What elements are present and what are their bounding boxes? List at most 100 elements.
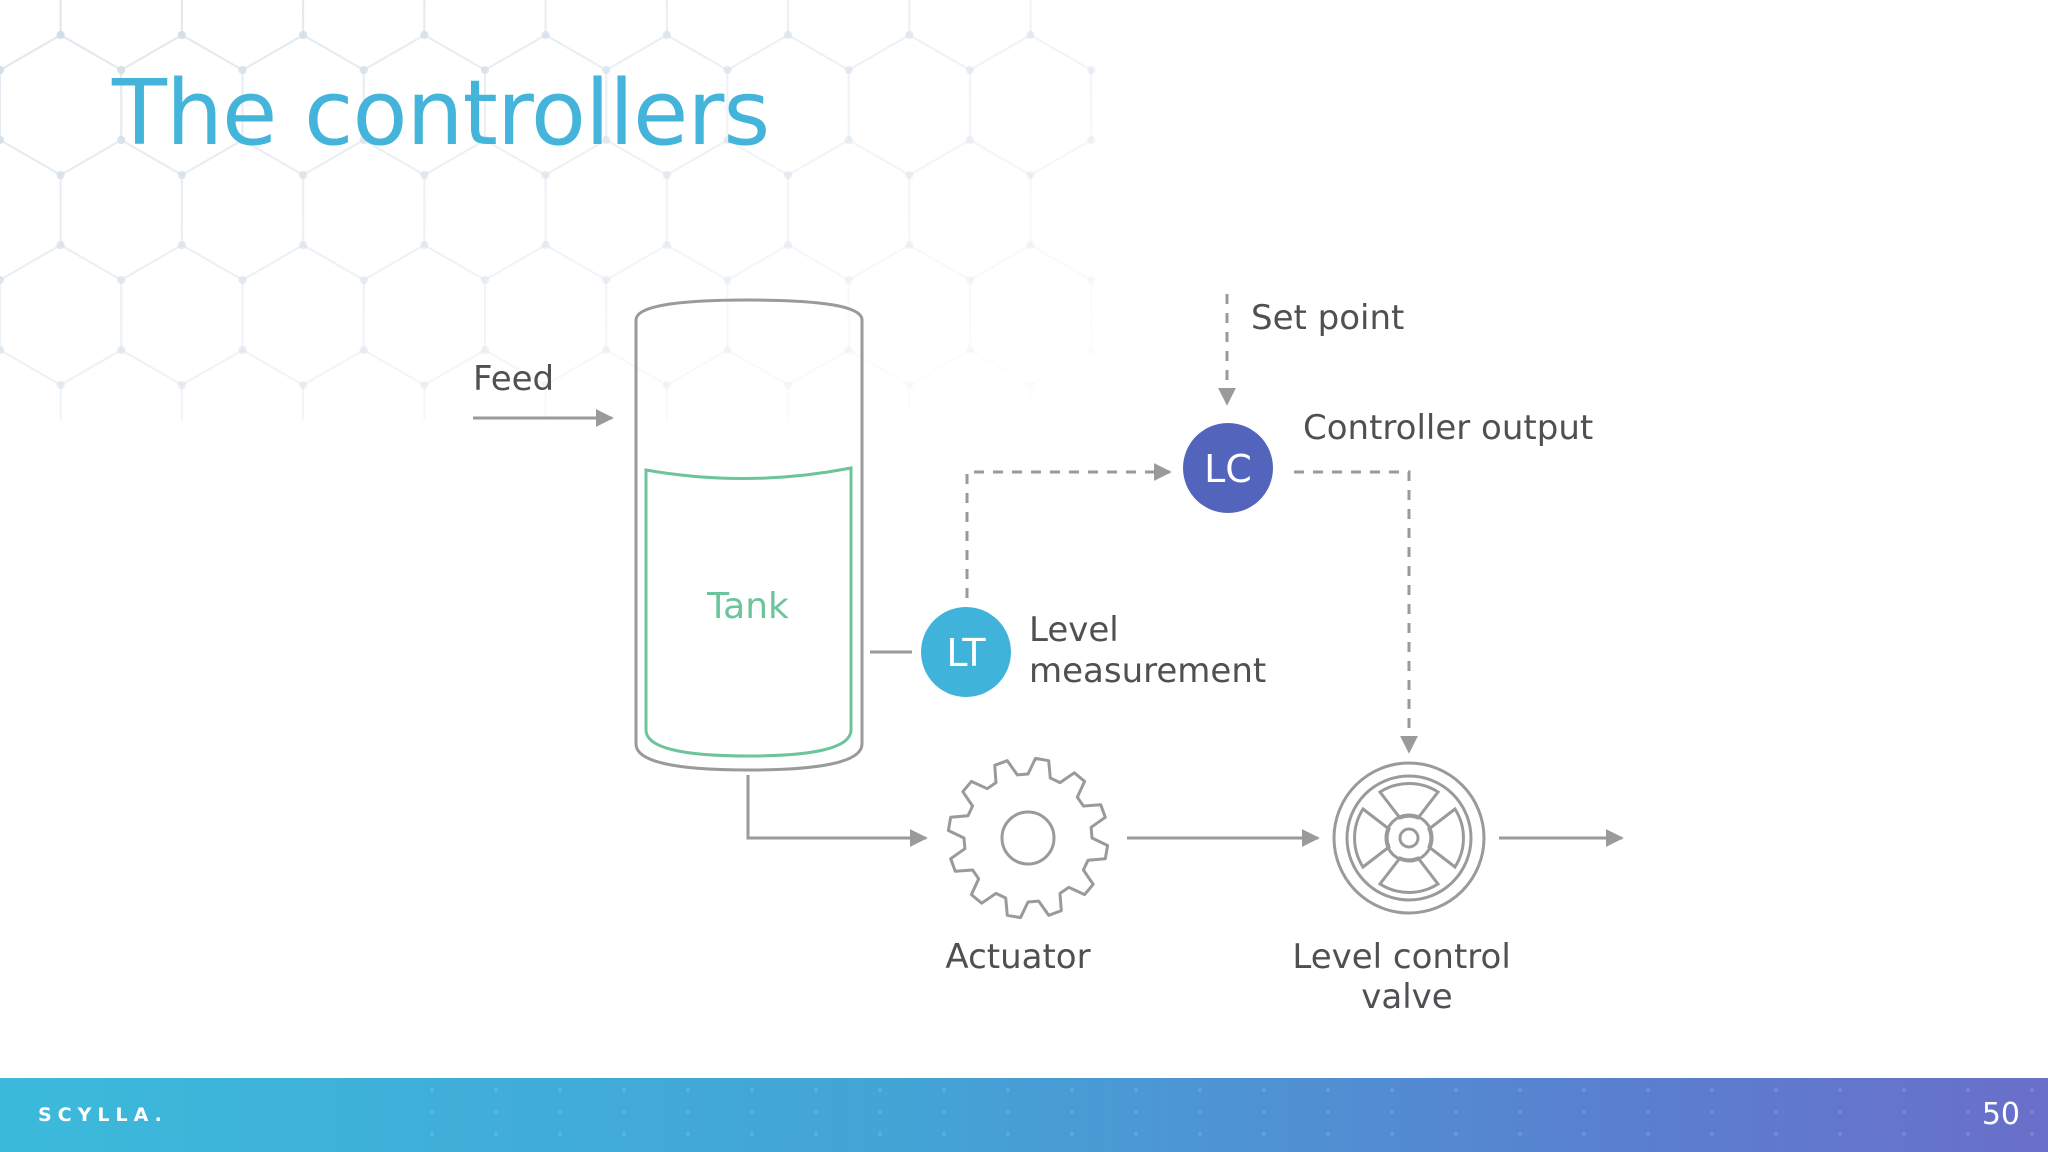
hexagon-node bbox=[480, 556, 489, 564]
footer-dot bbox=[877, 1087, 883, 1093]
tank-label: Tank bbox=[706, 586, 789, 627]
footer-dot bbox=[1837, 1131, 1843, 1137]
footer-dot bbox=[1965, 1087, 1971, 1093]
valve-segment-top bbox=[1377, 782, 1441, 820]
tank: Tank bbox=[634, 298, 864, 772]
footer-dot bbox=[1005, 1109, 1011, 1115]
hexagon-node bbox=[480, 486, 489, 494]
hexagon-node bbox=[299, 451, 308, 459]
hexagon-node bbox=[1026, 171, 1035, 179]
footer-dot bbox=[1837, 1087, 1843, 1093]
footer-dot bbox=[621, 1109, 627, 1115]
hexagon-node bbox=[662, 171, 671, 179]
valve-segment-left bbox=[1353, 806, 1391, 870]
lc-label: LC bbox=[1204, 447, 1252, 491]
footer-dot bbox=[877, 1109, 883, 1115]
footer-dot-pattern bbox=[429, 1087, 2035, 1137]
hexagon-node bbox=[965, 276, 974, 284]
lc-circle bbox=[1183, 423, 1273, 513]
hexagon-node bbox=[905, 241, 914, 249]
footer-dot bbox=[941, 1109, 947, 1115]
feed-label: Feed bbox=[473, 359, 554, 399]
hexagon-node bbox=[420, 31, 429, 39]
footer-dot bbox=[1773, 1131, 1779, 1137]
hexagon-node bbox=[723, 346, 732, 354]
footer-dot bbox=[1901, 1087, 1907, 1093]
hexagon-node bbox=[480, 136, 489, 144]
footer-dot bbox=[493, 1087, 499, 1093]
hexagon-node bbox=[541, 451, 550, 459]
controller-output-label: Controller output bbox=[1303, 408, 1593, 448]
footer-dot bbox=[1389, 1109, 1395, 1115]
hexagon-node bbox=[0, 556, 4, 564]
hexagon-node bbox=[662, 451, 671, 459]
hexagon-node bbox=[844, 66, 853, 74]
footer-dot bbox=[749, 1087, 755, 1093]
hexagon-node bbox=[359, 276, 368, 284]
hexagon-node bbox=[0, 346, 4, 354]
footer-dot bbox=[877, 1131, 883, 1137]
footer-dot bbox=[429, 1109, 435, 1115]
footer-dot bbox=[685, 1087, 691, 1093]
hexagon-node bbox=[541, 591, 550, 599]
lt-circle bbox=[921, 607, 1011, 697]
gear-center bbox=[1000, 810, 1056, 866]
valve-segment-right bbox=[1427, 806, 1465, 870]
hexagon-node bbox=[905, 591, 914, 599]
hexagon-node bbox=[420, 241, 429, 249]
page-number: 50 bbox=[1981, 1097, 2020, 1132]
hexagon-node bbox=[238, 136, 247, 144]
level-measurement-label: Level measurement bbox=[1029, 610, 1266, 691]
valve-label-line-2: valve bbox=[1361, 977, 1452, 1017]
valve-inner-ring bbox=[1345, 774, 1473, 902]
tank-outlet-line bbox=[746, 775, 928, 847]
footer-dot bbox=[557, 1109, 563, 1115]
hexagon-node bbox=[420, 451, 429, 459]
hexagon-node bbox=[905, 171, 914, 179]
footer-dot bbox=[1069, 1087, 1075, 1093]
footer-dot bbox=[621, 1087, 627, 1093]
hexagon-node bbox=[965, 66, 974, 74]
hexagon-node bbox=[844, 276, 853, 284]
hexagon-node bbox=[1087, 346, 1096, 354]
footer-dot bbox=[2029, 1087, 2035, 1093]
measurement-signal-line bbox=[965, 463, 1172, 598]
hexagon-node bbox=[117, 486, 126, 494]
hexagon-node bbox=[541, 241, 550, 249]
footer-dot bbox=[1645, 1131, 1651, 1137]
hexagon-node bbox=[117, 136, 126, 144]
actuator-gear-icon bbox=[946, 756, 1110, 920]
valve-hub-outer bbox=[1384, 813, 1434, 863]
footer-dot bbox=[1453, 1109, 1459, 1115]
hexagon-node bbox=[844, 346, 853, 354]
footer-bar: SCYLLA. 50 bbox=[0, 1078, 2048, 1152]
hexagon-node bbox=[299, 591, 308, 599]
actuator-label: Actuator bbox=[945, 937, 1090, 977]
footer-dot bbox=[749, 1131, 755, 1137]
hexagon-node bbox=[905, 381, 914, 389]
level-controller: LC bbox=[1183, 423, 1273, 513]
hexagon-node bbox=[1026, 591, 1035, 599]
footer-dot bbox=[1197, 1109, 1203, 1115]
footer-dot bbox=[1133, 1109, 1139, 1115]
level-control-valve-icon bbox=[1332, 761, 1486, 915]
hexagon-node bbox=[0, 136, 4, 144]
hexagon-node bbox=[1087, 66, 1096, 74]
hexagon-node bbox=[784, 171, 793, 179]
valve-label: Level control valve bbox=[1292, 937, 1521, 1017]
footer-dot bbox=[1005, 1087, 1011, 1093]
footer-dot bbox=[1709, 1087, 1715, 1093]
level-measurement-line-1: Level bbox=[1029, 610, 1119, 650]
hexagon-node bbox=[238, 66, 247, 74]
hexagon-node bbox=[1087, 556, 1096, 564]
footer-dot bbox=[1197, 1087, 1203, 1093]
footer-dot bbox=[1709, 1131, 1715, 1137]
hexagon-node bbox=[965, 346, 974, 354]
hexagon-node bbox=[602, 556, 611, 564]
hexagon-node bbox=[662, 31, 671, 39]
footer-dot bbox=[1837, 1109, 1843, 1115]
hexagon-node bbox=[359, 66, 368, 74]
hexagon-node bbox=[905, 31, 914, 39]
footer-dot bbox=[1709, 1109, 1715, 1115]
